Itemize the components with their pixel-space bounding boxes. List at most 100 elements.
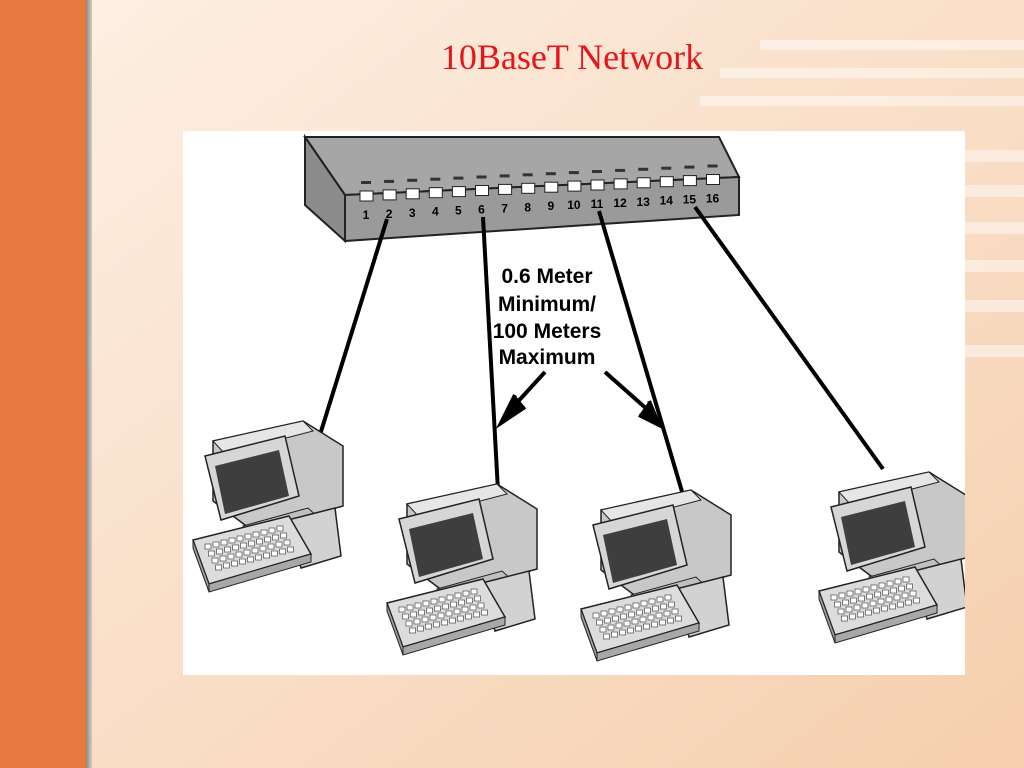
cable-length-label: 0.6 Meter Minimum/ 100 Meters Maximum bbox=[493, 265, 602, 369]
port-number: 14 bbox=[660, 194, 674, 208]
port-led bbox=[707, 164, 718, 168]
computer-1 bbox=[192, 420, 344, 593]
keyboard-key bbox=[465, 613, 472, 620]
keyboard-key bbox=[877, 598, 885, 605]
computer-4 bbox=[818, 471, 965, 644]
keyboard-key bbox=[429, 614, 437, 621]
port-number: 4 bbox=[432, 205, 439, 219]
keyboard-key bbox=[279, 548, 286, 555]
keyboard-key bbox=[902, 576, 910, 583]
keyboard-key bbox=[656, 596, 664, 603]
keyboard-key bbox=[267, 543, 275, 550]
keyboard-key bbox=[204, 543, 212, 550]
keyboard-key bbox=[208, 550, 215, 557]
keyboard-key bbox=[667, 617, 674, 624]
computers bbox=[192, 420, 965, 662]
keyboard-key bbox=[905, 599, 912, 606]
keyboard-key bbox=[894, 578, 902, 585]
keyboard-key bbox=[882, 589, 889, 596]
port-number: 15 bbox=[683, 193, 697, 207]
keyboard-key bbox=[885, 596, 893, 603]
keyboard-key bbox=[441, 619, 448, 626]
port-number: 10 bbox=[567, 198, 581, 212]
keyboard-key bbox=[663, 610, 671, 617]
keyboard-key bbox=[865, 609, 872, 616]
port-led bbox=[499, 174, 510, 178]
keyboard-key bbox=[466, 597, 473, 604]
keyboard-key bbox=[599, 626, 607, 633]
keyboard-key bbox=[846, 590, 854, 597]
port-led bbox=[545, 172, 556, 176]
keyboard-key bbox=[612, 615, 619, 622]
keyboard-key bbox=[470, 588, 478, 595]
cable-4 bbox=[693, 205, 885, 471]
keyboard-key bbox=[870, 584, 878, 591]
port-number: 8 bbox=[524, 200, 531, 214]
keyboard-key bbox=[469, 604, 477, 611]
keyboard-key bbox=[651, 621, 658, 628]
keyboard-key bbox=[906, 583, 913, 590]
keyboard-key bbox=[264, 536, 271, 543]
label-line-2: Minimum/ bbox=[498, 293, 596, 316]
keyboard-key bbox=[287, 546, 294, 553]
keyboard-key bbox=[239, 558, 246, 565]
keyboard-key bbox=[596, 619, 603, 626]
slide-title: 10BaseT Network bbox=[440, 37, 704, 77]
keyboard-key bbox=[276, 525, 284, 532]
port-led bbox=[615, 168, 626, 172]
keyboard-key bbox=[675, 615, 682, 622]
keyboard-key bbox=[417, 625, 424, 632]
port-jack bbox=[451, 186, 466, 198]
keyboard-key bbox=[446, 594, 454, 601]
keyboard-key bbox=[240, 542, 247, 549]
keyboard-key bbox=[255, 554, 262, 561]
keyboard-key bbox=[845, 606, 853, 613]
port-jack bbox=[636, 177, 651, 189]
port-jack bbox=[475, 185, 489, 196]
keyboard-key bbox=[211, 557, 219, 564]
port-number: 2 bbox=[386, 207, 393, 221]
keyboard-key bbox=[616, 606, 624, 613]
cable-3 bbox=[597, 210, 685, 496]
keyboard-key bbox=[252, 531, 260, 538]
keyboard-key bbox=[639, 616, 647, 623]
keyboard-key bbox=[215, 564, 222, 571]
keyboard-key bbox=[405, 620, 413, 627]
port-jack bbox=[428, 187, 443, 199]
keyboard-key bbox=[227, 553, 235, 560]
keyboard-key bbox=[640, 600, 648, 607]
keyboard-key bbox=[873, 607, 880, 614]
port-led bbox=[592, 170, 602, 173]
keyboard-key bbox=[909, 590, 917, 597]
keyboard-key bbox=[454, 592, 462, 599]
port-jack bbox=[498, 183, 513, 195]
keyboard-key bbox=[453, 608, 461, 615]
keyboard-key bbox=[619, 629, 626, 636]
keyboard-key bbox=[853, 604, 861, 611]
keyboard-key bbox=[477, 602, 485, 609]
keyboard-key bbox=[243, 549, 251, 556]
keyboard-key bbox=[898, 585, 905, 592]
keyboard-key bbox=[652, 605, 659, 612]
keyboard-key bbox=[897, 601, 904, 608]
keyboard-key bbox=[280, 532, 287, 539]
keyboard-key bbox=[398, 606, 406, 613]
keyboard-key bbox=[889, 603, 896, 610]
label-line-3: 100 Meters bbox=[493, 320, 602, 343]
keyboard-key bbox=[862, 586, 870, 593]
keyboard-key bbox=[216, 548, 223, 555]
port-jack bbox=[382, 189, 397, 201]
left-accent-bar bbox=[0, 0, 86, 768]
keyboard-key bbox=[620, 613, 627, 620]
keyboard-key bbox=[842, 599, 849, 606]
keyboard-key bbox=[647, 614, 655, 621]
keyboard-key bbox=[413, 618, 421, 625]
keyboard-key bbox=[850, 597, 857, 604]
keyboard-key bbox=[913, 597, 920, 604]
keyboard-key bbox=[473, 611, 480, 618]
port-jack bbox=[359, 190, 374, 202]
keyboard-key bbox=[837, 608, 845, 615]
keyboard-key bbox=[474, 595, 481, 602]
computer-2 bbox=[386, 483, 538, 656]
port-led bbox=[361, 181, 371, 184]
